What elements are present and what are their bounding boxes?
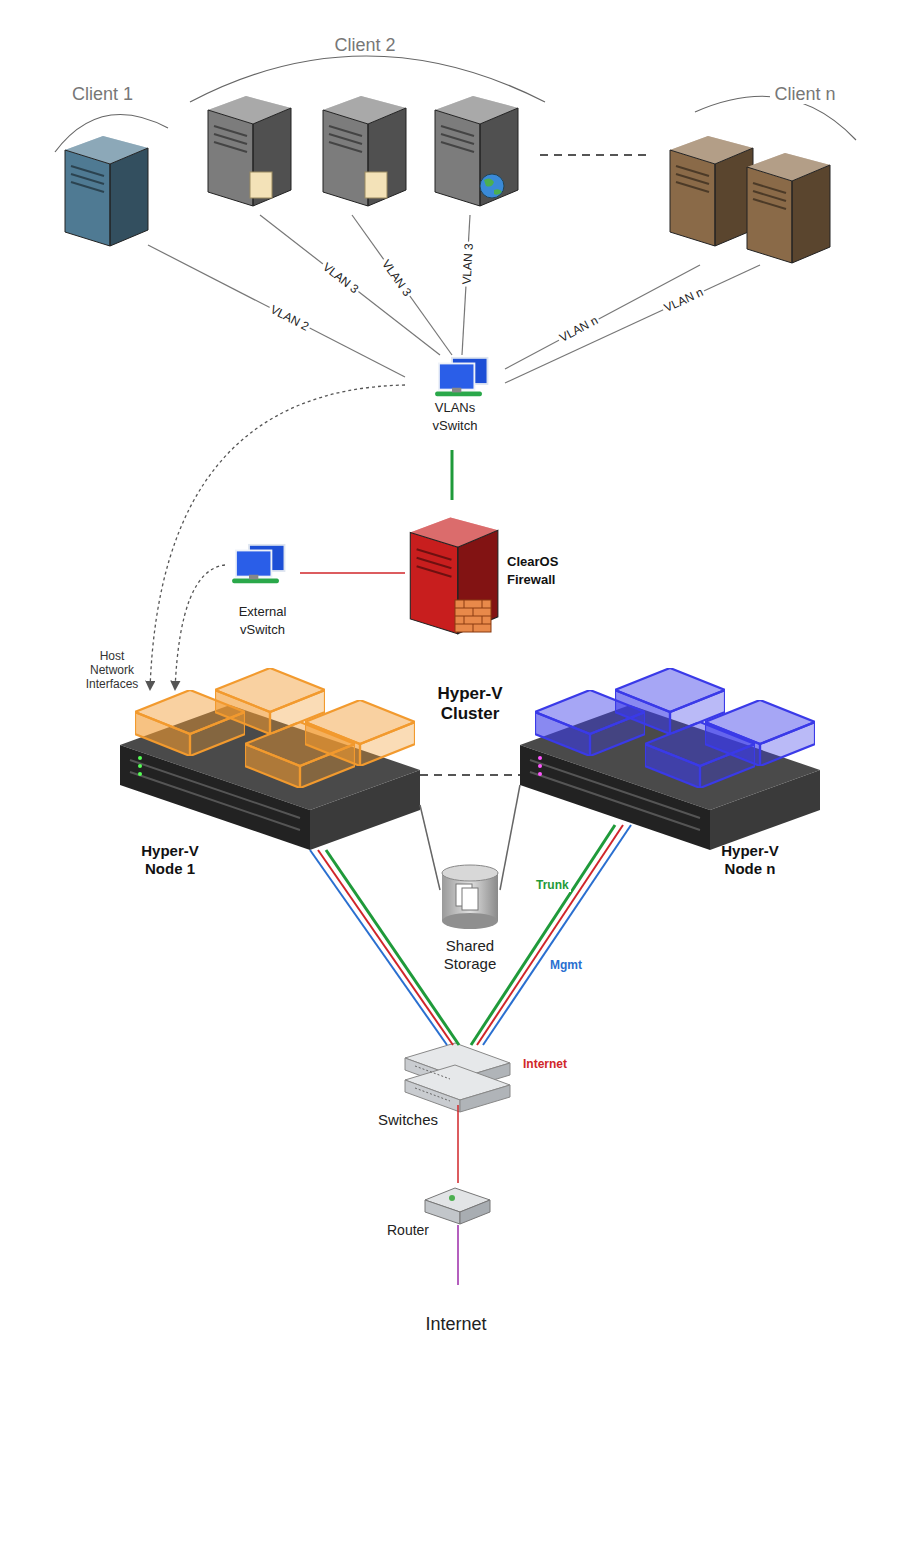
- connector: [175, 565, 225, 690]
- edge-label: VLAN 3: [378, 255, 416, 300]
- node-label: Shared Storage: [444, 937, 497, 972]
- connector: [457, 1105, 459, 1183]
- node-label-wrap: Client n: [755, 84, 855, 105]
- node-label-wrap: Internet: [392, 1314, 520, 1335]
- node-label-wrap: Hyper-V Node n: [710, 842, 790, 879]
- connector: [318, 850, 453, 1045]
- node-label-wrap: ClearOS Firewall: [507, 552, 573, 589]
- node-label-wrap: External vSwitch: [217, 602, 308, 639]
- node-label: Client 2: [330, 35, 399, 55]
- node-label: Client n: [770, 84, 839, 104]
- node-label: Switches: [378, 1111, 438, 1128]
- connector: [326, 850, 459, 1045]
- node-label-wrap: VLANs vSwitch: [423, 398, 487, 435]
- switch-stack: Switches: [405, 1045, 510, 1105]
- hyperv-node: Hyper-V Node 1: [115, 690, 420, 850]
- cluster-band: Hyper-V ClusterExternal vSwitchClearOS F…: [105, 560, 835, 680]
- edge-label: VLAN 3: [459, 241, 476, 287]
- node-label-wrap: Client 1: [40, 84, 165, 105]
- storage-cylinder: Shared Storage: [440, 865, 500, 927]
- edge-label: Mgmt: [548, 958, 584, 972]
- node-label: Router: [387, 1222, 429, 1238]
- node-label-wrap: Hyper-V Node 1: [130, 842, 210, 879]
- client-group: Client n: [650, 80, 850, 265]
- vswitch-icon: External vSwitch: [225, 545, 300, 600]
- callout-note: Host Network Interfaces: [80, 650, 144, 691]
- node-label: Client 1: [68, 84, 137, 104]
- node-label-wrap: Hyper-V Cluster: [427, 684, 513, 723]
- connector: [477, 825, 623, 1045]
- connector: [505, 265, 760, 383]
- node-label-wrap: Shared Storage: [428, 937, 512, 974]
- edge-label: VLAN 3: [319, 259, 363, 298]
- connector: [471, 825, 615, 1045]
- router-icon: Router: [425, 1183, 490, 1225]
- connector: [420, 805, 440, 890]
- client-group: Client 2: [190, 30, 540, 215]
- node-label: Hyper-V Node n: [721, 842, 779, 877]
- node-label-wrap: Switches: [378, 1111, 448, 1129]
- connector: [310, 850, 447, 1045]
- node-label-wrap: Client 2: [190, 35, 540, 56]
- vswitch-icon: VLANs vSwitch: [405, 355, 505, 450]
- edge-label: VLAN n: [660, 285, 707, 317]
- connector: [483, 825, 631, 1045]
- connector: [300, 572, 405, 574]
- connector: [457, 1225, 459, 1285]
- client-group: Client 1: [40, 80, 165, 245]
- firewall-server: ClearOS Firewall: [405, 500, 500, 645]
- edge-label: Internet: [521, 1057, 569, 1071]
- connector: [451, 450, 454, 500]
- edge-label: VLAN 2: [266, 301, 313, 334]
- cluster-ellipse: [105, 560, 835, 680]
- node-label: Internet: [425, 1314, 486, 1334]
- node-label-wrap: Router: [387, 1221, 437, 1239]
- connector: [260, 215, 440, 355]
- connector: [500, 785, 520, 890]
- connector: [150, 385, 405, 690]
- connector: [352, 215, 452, 355]
- connector: [148, 245, 405, 377]
- internet-cloud: Internet: [392, 1285, 520, 1367]
- connector: [540, 154, 650, 156]
- node-label: ClearOS Firewall: [507, 554, 558, 587]
- node-label: VLANs vSwitch: [433, 400, 478, 433]
- node-label: External vSwitch: [239, 604, 287, 637]
- edge-label: Trunk: [534, 878, 571, 892]
- node-label: Hyper-V Cluster: [437, 684, 502, 723]
- connector: [420, 774, 520, 776]
- hyperv-node: Hyper-V Node n: [520, 690, 820, 825]
- connector: [505, 265, 700, 369]
- node-label: Hyper-V Node 1: [141, 842, 199, 877]
